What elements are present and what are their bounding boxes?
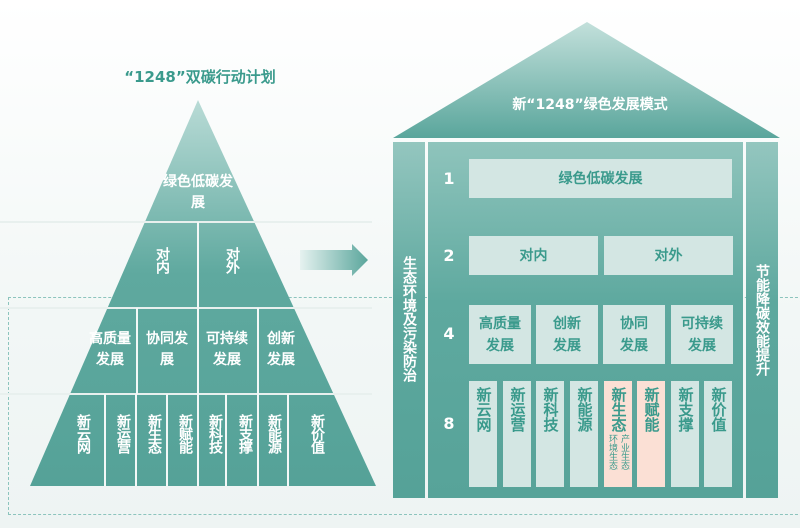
house-roof <box>393 22 780 138</box>
row8-label: 新科技 <box>541 387 560 432</box>
row-number: 4 <box>443 324 455 343</box>
row8-box: 新运营 <box>503 381 531 487</box>
pyramid-level4-item: 高质量发展 <box>89 331 131 368</box>
row8-box: 新支撑 <box>671 381 699 487</box>
row8-box: 新科技 <box>536 381 564 487</box>
pyramid-level1: 绿色低碳发展 <box>163 174 233 211</box>
eco-sub-labels: 产业生态环境生态 <box>607 434 629 470</box>
pyramid-level8-item: 新生态 <box>146 414 162 453</box>
left-pillar-label: 生态环境及污染防治 <box>401 256 417 382</box>
pyramid-level2-outer: 对外 <box>224 247 240 273</box>
pyramid-level8-item: 新运营 <box>115 414 131 453</box>
left-pillar <box>393 142 425 498</box>
pyramid-level8-item: 新云网 <box>75 414 91 453</box>
row8-box: 新价值 <box>704 381 732 487</box>
pyramid-level8-item: 新能源 <box>266 414 282 453</box>
house-title: 新“1248”绿色发展模式 <box>512 97 668 113</box>
pyramid-level4-item: 可持续发展 <box>206 331 248 368</box>
pyramid-level8-item: 新支撑 <box>237 414 253 453</box>
row8-label: 新赋能 <box>642 387 661 432</box>
row4-box: 高质量发展 <box>469 305 531 364</box>
row8-label: 新支撑 <box>676 387 695 432</box>
row1-box: 绿色低碳发展 <box>469 159 732 198</box>
eco-sub-label: 环境生态 <box>607 434 617 470</box>
pyramid-level2-inner: 对内 <box>154 247 170 273</box>
row8-label: 新运营 <box>508 387 527 432</box>
row-number: 8 <box>443 414 455 433</box>
row8-box-highlight: 新生态 产业生态环境生态 <box>604 381 632 487</box>
pyramid-level4-item: 协同发展 <box>146 331 188 368</box>
row-number: 2 <box>443 246 455 265</box>
pyramid-level8-item: 新赋能 <box>177 414 193 453</box>
row8-box: 新云网 <box>469 381 497 487</box>
pyramid-level8-item: 新科技 <box>207 414 223 453</box>
row8-label: 新价值 <box>709 387 728 432</box>
pyramid-level4-item: 创新发展 <box>267 331 295 368</box>
row2-box: 对内 <box>469 236 598 275</box>
pyramid <box>0 100 376 486</box>
row8-label: 新生态 <box>609 387 628 432</box>
right-pillar-label: 节能降碳效能提升 <box>754 264 770 376</box>
row4-box: 可持续发展 <box>671 305 733 364</box>
row8-box: 新能源 <box>570 381 598 487</box>
eco-sub-label: 产业生态 <box>619 434 629 470</box>
row-number: 1 <box>443 169 455 188</box>
row8-box-highlight: 新赋能 <box>637 381 665 487</box>
row4-box: 协同发展 <box>603 305 665 364</box>
right-pillar <box>746 142 778 498</box>
row8-label: 新云网 <box>474 387 493 432</box>
pyramid-title: “1248”双碳行动计划 <box>124 68 276 86</box>
row4-box: 创新发展 <box>536 305 598 364</box>
pyramid-level8-item: 新价值 <box>309 414 325 453</box>
row8-label: 新能源 <box>575 387 594 432</box>
row2-box: 对外 <box>604 236 733 275</box>
arrow-icon <box>300 244 368 276</box>
